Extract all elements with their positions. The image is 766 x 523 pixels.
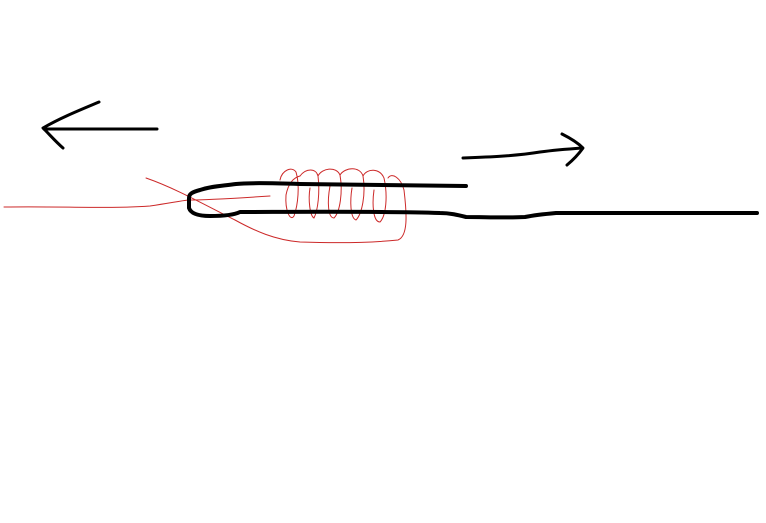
red-thread-wraps (3, 168, 407, 244)
arrow-right-head (560, 132, 585, 167)
folded-cord-path (187, 181, 759, 220)
arrow-left-icon (41, 100, 159, 150)
arrow-left-head (41, 100, 101, 150)
thread-outer-loop (145, 175, 407, 244)
thread-incoming-line (3, 195, 271, 208)
thread-wrap-2 (299, 169, 320, 219)
thread-wrap-1 (279, 168, 301, 218)
thread-wrap-5 (362, 169, 387, 223)
arrow-right-icon (461, 132, 585, 167)
arrow-right-shaft (461, 146, 584, 160)
thread-wrap-4 (339, 168, 365, 221)
thread-wrap-3 (317, 168, 342, 219)
folded-black-line (187, 181, 759, 220)
